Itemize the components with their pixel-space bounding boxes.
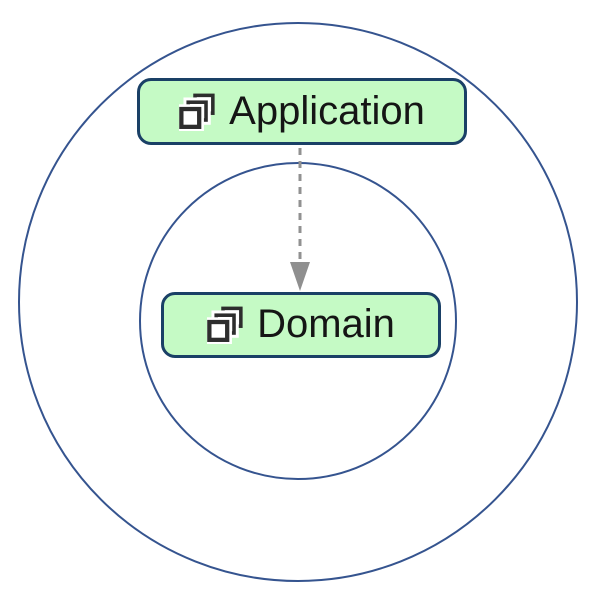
node-domain[interactable]: Domain	[161, 292, 441, 358]
stacked-squares-icon	[207, 306, 245, 344]
node-label-domain: Domain	[257, 302, 395, 346]
inner-circle	[139, 162, 457, 480]
outer-circle	[18, 22, 578, 582]
stacked-squares-icon	[179, 93, 217, 131]
node-application[interactable]: Application	[137, 78, 467, 145]
node-label-application: Application	[229, 88, 425, 133]
